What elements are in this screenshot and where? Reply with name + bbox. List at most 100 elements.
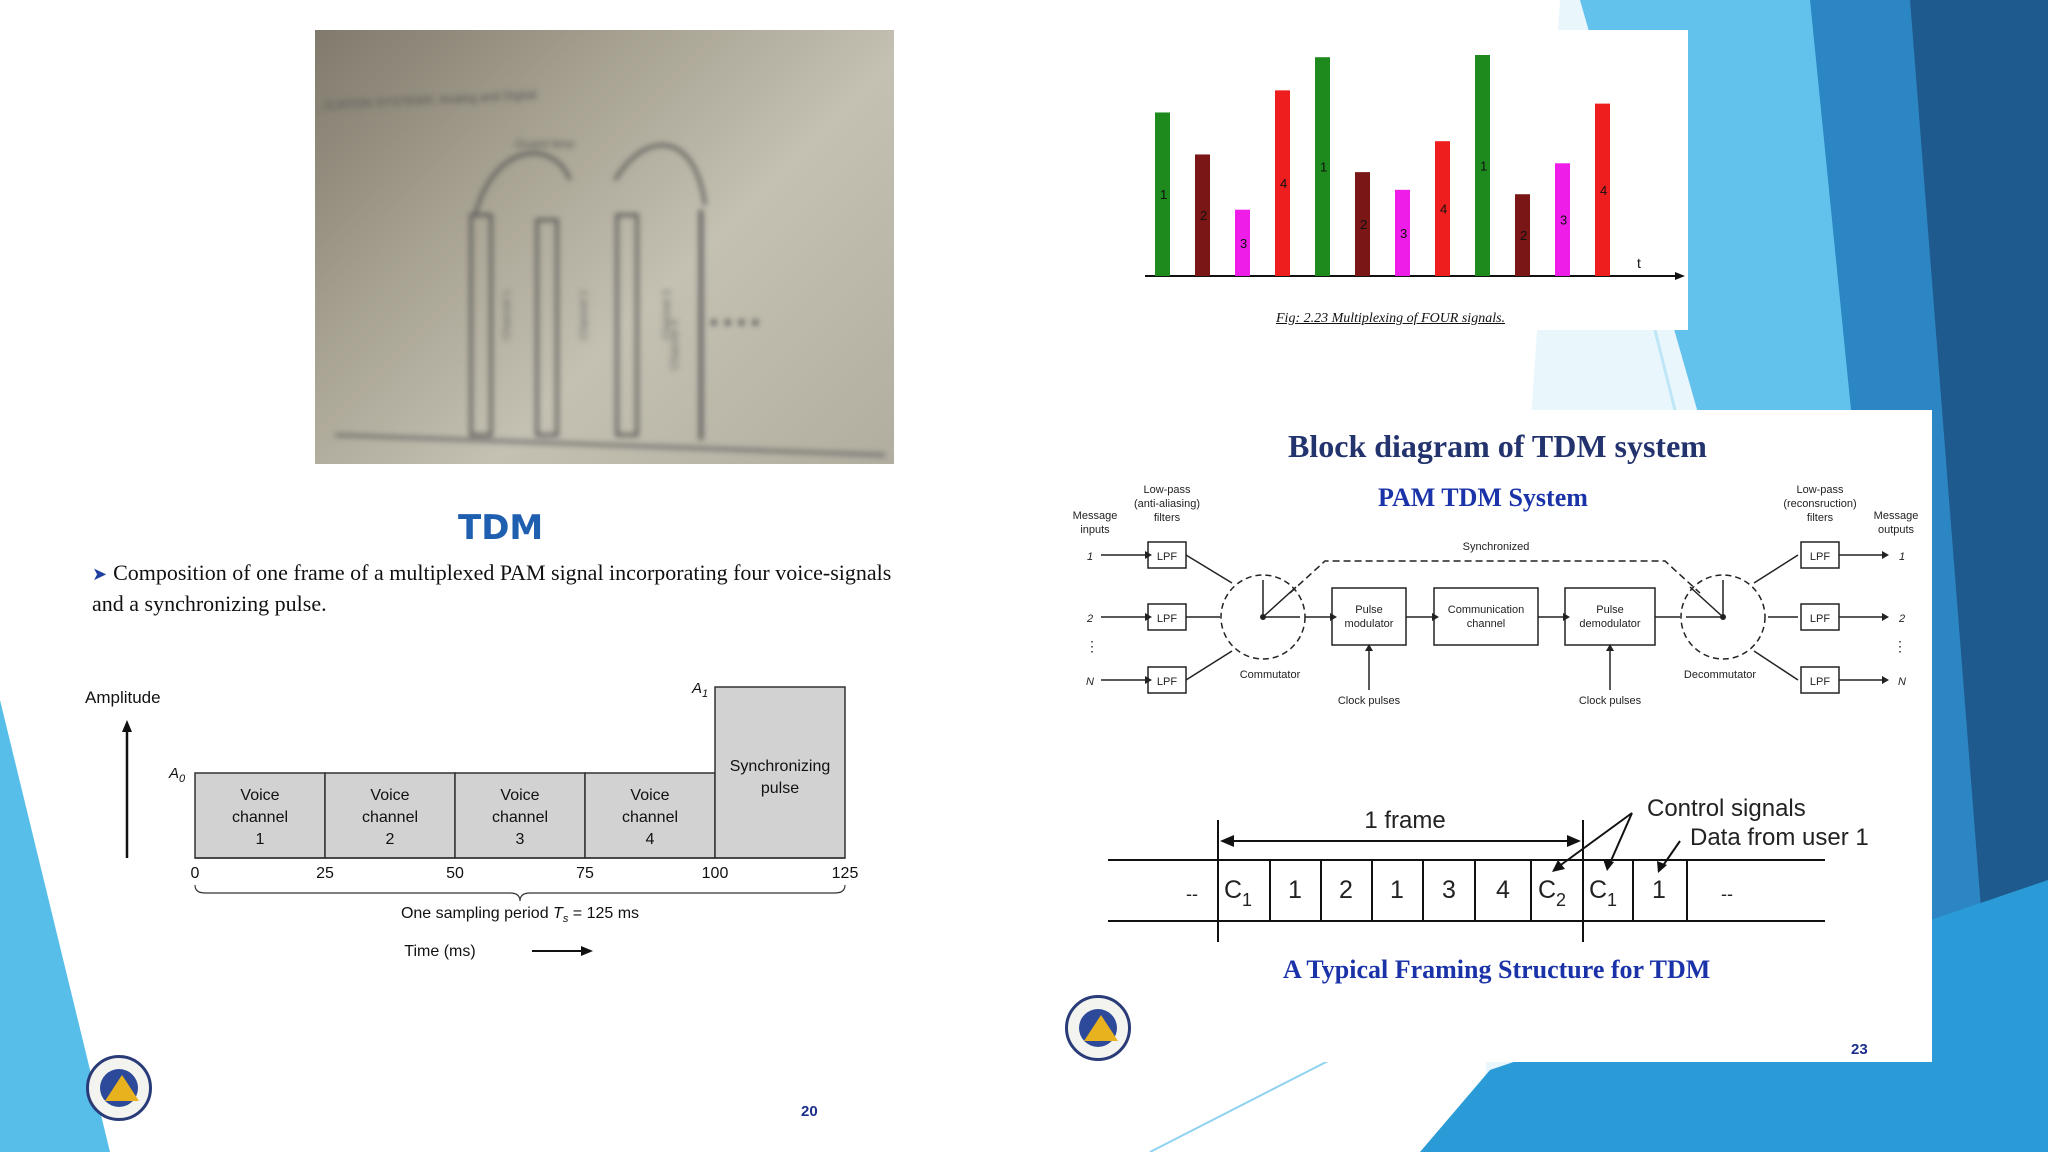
cell-c1b: C1 — [1589, 876, 1617, 910]
right-slide-panel — [1060, 410, 1932, 1062]
cell-1b: 1 — [1390, 876, 1404, 904]
mux-bar-label-11: 3 — [1560, 213, 1567, 228]
mux-bar-2 — [1195, 154, 1210, 276]
mux-bar-label-1: 1 — [1160, 187, 1167, 202]
msg-in-caption-1: Message — [1073, 510, 1118, 522]
voice-4-line3: 4 — [646, 831, 655, 848]
mux-bar-label-8: 4 — [1440, 202, 1447, 217]
voice-1-line2: channel — [232, 809, 288, 826]
svg-text:⋮: ⋮ — [1893, 638, 1907, 654]
pulse-demod-line2: demodulator — [1579, 618, 1640, 630]
lpf-out-2-label: LPF — [1810, 613, 1830, 625]
period-label: One sampling period Ts = 125 ms — [401, 905, 639, 925]
photo-channel-3: Channel 3 — [661, 290, 673, 340]
clock-pulses-left: Clock pulses — [1338, 695, 1401, 707]
tick-75: 75 — [576, 865, 594, 882]
time-label: Time (ms) — [404, 943, 475, 960]
cell-dash-left: -- — [1186, 884, 1198, 904]
voice-1-line1: Voice — [240, 787, 279, 804]
photo-content: ...ICATION SYSTEMS: Analog and Digital G… — [315, 87, 886, 457]
comm-channel-line1: Communication — [1448, 604, 1524, 616]
mux-bar-6 — [1355, 172, 1370, 276]
voice-block-3 — [454, 772, 586, 859]
mux-bar-1 — [1155, 112, 1170, 277]
frame-label: 1 frame — [1364, 807, 1445, 834]
tick-25: 25 — [316, 865, 334, 882]
a1-label: A1 — [691, 680, 708, 700]
control-signals-label: Control signals — [1647, 795, 1806, 822]
photo-guard-label: Guard time — [515, 137, 575, 151]
pam-frame-diagram: Amplitude A0 A1 Voice channel 1 Voice ch… — [85, 680, 858, 960]
clock-pulses-right: Clock pulses — [1579, 695, 1642, 707]
voice-2-line3: 2 — [386, 831, 395, 848]
university-logo-left — [86, 1055, 152, 1121]
mux-bar-label-2: 2 — [1200, 208, 1207, 223]
tick-50: 50 — [446, 865, 464, 882]
input-n-label: N — [1086, 676, 1094, 688]
mux-bar-label-9: 1 — [1480, 159, 1487, 174]
pulse-demod-line1: Pulse — [1596, 604, 1624, 616]
mux-bar-label-3: 3 — [1240, 236, 1247, 251]
lpf-out-caption-1: Low-pass — [1796, 484, 1844, 496]
block-diagram-title: Block diagram of TDM system — [1288, 428, 1707, 464]
mux-bar-7 — [1395, 189, 1410, 276]
tdm-title: TDM — [458, 508, 544, 548]
pulse-demodulator-box — [1564, 587, 1656, 646]
bullet-text: Composition of one frame of a multiplexe… — [92, 560, 892, 616]
t-axis-label: t — [1637, 255, 1641, 271]
msg-out-caption-1: Message — [1874, 510, 1919, 522]
lpf-out-n-label: LPF — [1810, 676, 1830, 688]
decommutator-circle — [1680, 574, 1766, 660]
a0-label: A0 — [168, 765, 186, 785]
bullet-arrow-icon: ➤ — [92, 564, 108, 584]
msg-in-caption-2: inputs — [1080, 524, 1110, 536]
commutator-label: Commutator — [1240, 669, 1301, 681]
photo-channel-1: Channel 1 — [501, 290, 513, 340]
mux-bar-label-4: 4 — [1280, 176, 1287, 191]
mux-bar-12 — [1595, 103, 1610, 277]
lpf-in-1-label: LPF — [1157, 551, 1177, 563]
voice-1-line3: 1 — [256, 831, 265, 848]
period-brace — [194, 884, 846, 902]
msg-out-caption-2: outputs — [1878, 524, 1915, 536]
pam-tdm-subtitle: PAM TDM System — [1378, 483, 1588, 512]
multiplex-caption: Fig: 2.23 Multiplexing of FOUR signals. — [1276, 311, 1506, 326]
voice-2-line2: channel — [362, 809, 418, 826]
cell-1: 1 — [1288, 876, 1302, 904]
output-n-label: N — [1898, 676, 1906, 688]
voice-3-line1: Voice — [500, 787, 539, 804]
lpf-in-caption-2: (anti-aliasing) — [1134, 498, 1200, 510]
framing-caption: A Typical Framing Structure for TDM — [1283, 955, 1711, 984]
cell-c2: C2 — [1538, 876, 1566, 910]
amplitude-label: Amplitude — [85, 688, 161, 707]
mux-bar-label-10: 2 — [1520, 228, 1527, 243]
mux-bar-5 — [1315, 57, 1330, 277]
university-logo-right — [1065, 995, 1131, 1061]
tdm-framing-structure: 1 frame Control signals Data from user 1… — [1108, 795, 1869, 942]
time-axis-arrow-icon — [1675, 272, 1685, 280]
voice-2-line1: Voice — [370, 787, 409, 804]
lpf-out-caption-3: filters — [1807, 512, 1834, 524]
lpf-in-n-label: LPF — [1157, 676, 1177, 688]
lpf-in-2-label: LPF — [1157, 613, 1177, 625]
photo-header-text: ...ICATION SYSTEMS: Analog and Digital — [315, 87, 537, 113]
tick-100: 100 — [702, 865, 729, 882]
tick-0: 0 — [191, 865, 200, 882]
data-from-user-label: Data from user 1 — [1690, 824, 1869, 851]
lpf-out-2 — [1800, 603, 1840, 631]
voice-blocks — [194, 686, 846, 859]
output-2-label: 2 — [1898, 613, 1905, 625]
cell-c1: C1 — [1224, 876, 1252, 910]
cell-4: 4 — [1496, 876, 1510, 904]
lpf-in-caption-1: Low-pass — [1143, 484, 1191, 496]
lpf-in-caption-3: filters — [1154, 512, 1181, 524]
lpf-out-1 — [1800, 541, 1840, 569]
mux-bar-4 — [1275, 90, 1290, 276]
mux-bar-11 — [1555, 163, 1570, 276]
blurred-photo: ...ICATION SYSTEMS: Analog and Digital G… — [315, 30, 894, 464]
svg-text:⋮: ⋮ — [1085, 638, 1099, 654]
lpf-out-caption-2: (reconsruction) — [1783, 498, 1856, 510]
sync-line1: Synchronizing — [730, 758, 831, 775]
